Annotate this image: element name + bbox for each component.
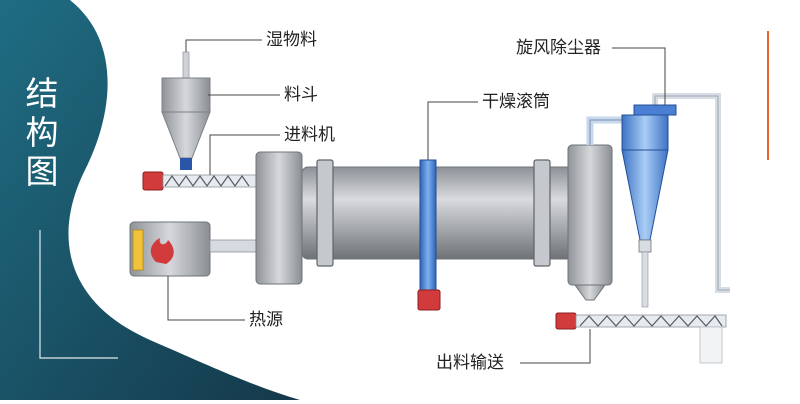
cyclone-drop-pipe <box>641 251 649 308</box>
feeder-motor <box>142 171 164 191</box>
cyclone-valve <box>638 239 652 253</box>
side-title-char: 结 <box>25 74 59 113</box>
discharge-outlet <box>699 326 723 364</box>
feeder-screw <box>164 174 250 188</box>
label-wet-material: 湿物料 <box>266 30 317 50</box>
cyclone-duct-outline <box>589 119 635 145</box>
exhaust-duct-outline <box>654 95 730 291</box>
label-heat-source: 热源 <box>249 310 283 330</box>
side-title-char: 构 <box>25 113 59 152</box>
leader-cyclone <box>612 47 666 105</box>
side-panel <box>0 0 300 400</box>
inlet-pipe <box>182 51 190 79</box>
label-cyclone: 旋风除尘器 <box>516 38 601 58</box>
label-discharge: 出料输送 <box>436 353 504 373</box>
hopper-top <box>161 77 211 113</box>
label-drum: 干燥滚筒 <box>482 92 550 112</box>
hopper-outlet <box>180 158 192 170</box>
heat-pipe <box>209 239 259 253</box>
drive-motor <box>417 289 441 311</box>
hopper-cone <box>161 111 211 159</box>
drum-ring-right <box>533 159 551 267</box>
discharge-motor <box>555 312 577 330</box>
drum-ring-left <box>316 159 334 267</box>
side-title-char: 图 <box>25 152 59 191</box>
drum-outlet-cone <box>574 284 606 301</box>
discharge-screw <box>579 315 723 327</box>
side-title: 结 构 图 <box>22 74 62 191</box>
flame-icon <box>150 238 174 264</box>
cyclone-body <box>621 114 669 151</box>
cyclone-cone <box>621 149 669 241</box>
drum-outlet-housing <box>567 144 613 286</box>
drum-inlet-housing <box>255 151 303 285</box>
label-hopper: 料斗 <box>284 85 318 105</box>
cyclone-top <box>633 104 677 116</box>
heat-source-window <box>132 229 144 271</box>
leader-drum <box>427 101 478 160</box>
leader-feeder <box>209 134 280 175</box>
leader-heat <box>167 276 245 321</box>
side-panel-frame <box>39 230 118 359</box>
leader-wet-material <box>185 39 262 52</box>
label-feeder: 进料机 <box>284 125 335 145</box>
drive-post <box>419 159 437 291</box>
leader-discharge <box>520 329 591 364</box>
